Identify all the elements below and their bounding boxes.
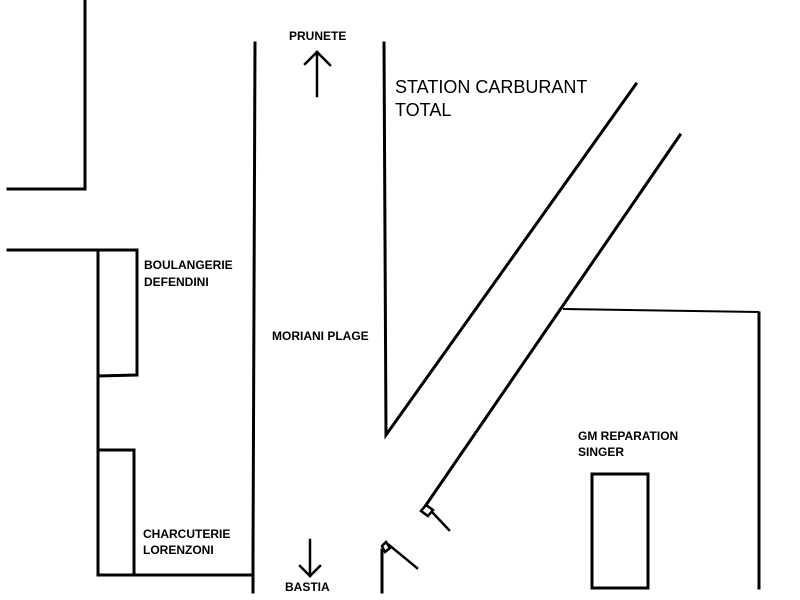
- main-road-left-edge: [251, 41, 257, 557]
- side-road-stop-line: [430, 510, 451, 532]
- side-road-edge: [423, 132, 683, 508]
- bottom-stop-marker: [380, 540, 392, 554]
- station-label-line-2: TOTAL: [395, 100, 451, 120]
- station-label-line-1: STATION CARBURANT: [395, 77, 587, 97]
- top-left-block-outline: [6, 0, 87, 191]
- boulangerie-label-line-1: BOULANGERIE: [144, 258, 233, 272]
- charcuterie-building: [96, 448, 136, 575]
- charcuterie-label-line-1: CHARCUTERIE: [143, 527, 230, 541]
- charcuterie-label-line-2: LORENZONI: [143, 543, 214, 557]
- garage-label-line-2: SINGER: [578, 445, 624, 459]
- main-road-right-edge: [382, 41, 639, 440]
- garage-label-line-1: GM REPARATION: [578, 429, 678, 443]
- boulangerie-building: [96, 248, 139, 378]
- garage-lot-top-edge: [562, 307, 760, 314]
- north-direction-label: PRUNETE: [289, 29, 346, 43]
- boulangerie-label-line-2: DEFENDINI: [144, 275, 209, 289]
- up-arrow-icon: [303, 50, 332, 98]
- down-arrow-icon: [298, 538, 322, 578]
- garage-building: [590, 472, 650, 590]
- bottom-stop-line: [387, 543, 419, 570]
- side-road-stop-marker: [419, 503, 435, 518]
- south-direction-label: BASTIA: [285, 580, 330, 594]
- street-label: MORIANI PLAGE: [272, 329, 369, 343]
